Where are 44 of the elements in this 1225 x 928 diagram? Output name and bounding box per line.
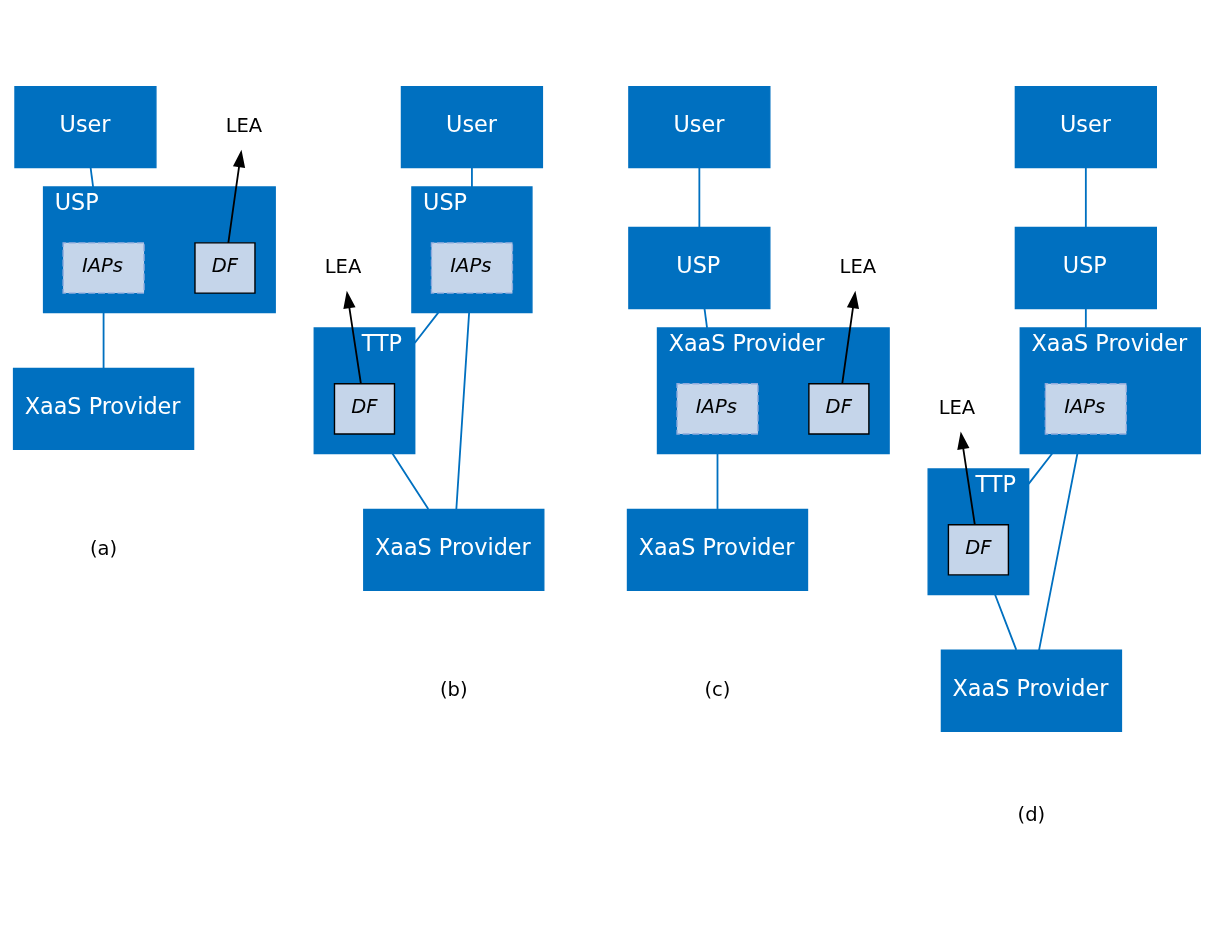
node-box: XaaS Provider (12, 367, 195, 451)
connector (102, 311, 105, 369)
connector (1038, 452, 1079, 652)
node-box: DF (194, 242, 256, 294)
connector (716, 452, 719, 510)
node-box: USP (1014, 226, 1157, 310)
label: (b) (439, 677, 468, 701)
node-box: IAPs (430, 242, 514, 294)
arrow (841, 290, 860, 385)
label: (c) (704, 677, 731, 701)
arrow (343, 290, 362, 385)
node-text: LEA (225, 114, 263, 138)
arrow (227, 149, 246, 244)
connector (1084, 307, 1087, 329)
node-box: XaaS Provider (626, 508, 809, 591)
node-text: LEA (839, 255, 877, 279)
node-box: IAPs (676, 383, 759, 435)
node-box: User (628, 85, 771, 169)
connector (471, 166, 473, 188)
node-box: USP (628, 226, 771, 310)
node-box: DF (333, 383, 396, 435)
node-box: XaaS Provider (363, 508, 545, 591)
label: (a) (89, 536, 118, 560)
connector (703, 307, 708, 329)
connector (1084, 166, 1087, 229)
connector (391, 452, 430, 510)
node-box: DF (808, 383, 870, 435)
node-box: DF (947, 524, 1010, 576)
node-box: XaaS Provider (940, 649, 1123, 732)
node-box: IAPs (62, 242, 145, 294)
arrow (957, 431, 976, 526)
node-box: User (400, 85, 544, 169)
node-box: User (1014, 85, 1157, 169)
connector (89, 166, 95, 188)
connector (698, 166, 701, 229)
node-box: User (14, 85, 157, 169)
node-box: IAPs (1044, 383, 1127, 435)
node-text: LEA (324, 255, 362, 279)
connector (1027, 452, 1054, 485)
label: (d) (1017, 803, 1046, 827)
connector (994, 593, 1018, 651)
connector (413, 311, 440, 344)
node-text: LEA (938, 396, 976, 420)
connector (455, 311, 471, 511)
